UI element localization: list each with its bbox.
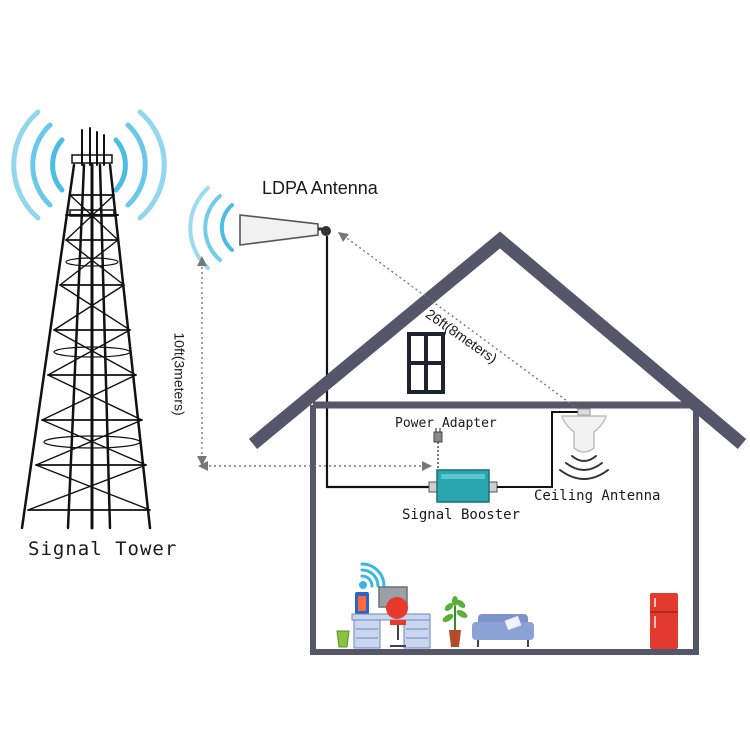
wifi-icon (359, 562, 386, 589)
power-adapter-label: Power Adapter (395, 416, 497, 431)
signal-booster-label: Signal Booster (402, 507, 521, 523)
indoor-cable (497, 411, 580, 488)
house-frame (248, 231, 747, 655)
plant-icon (442, 596, 468, 647)
antenna-cable (325, 236, 435, 489)
chair-icon (386, 597, 408, 647)
ceiling-signal-waves (559, 455, 609, 480)
signal-tower-label: Signal Tower (28, 538, 178, 560)
sofa-icon (472, 614, 534, 647)
vertical-distance-label: 10ft(3meters) (171, 332, 188, 416)
signal-tower-icon (11, 109, 167, 530)
ceiling-antenna-label: Ceiling Antenna (534, 488, 661, 504)
measure-arrows (197, 232, 432, 471)
trash-bin-icon (336, 630, 350, 648)
ldpa-antenna-label: LDPA Antenna (262, 178, 378, 198)
ldpa-signal-waves (188, 186, 234, 270)
signal-booster-icon (428, 469, 498, 503)
power-adapter-icon (433, 428, 443, 470)
phone-icon (355, 592, 369, 616)
desk-icon (351, 613, 431, 649)
ldpa-antenna-icon (188, 186, 331, 270)
measure-lines (201, 235, 583, 467)
ceiling-antenna-icon (559, 408, 609, 480)
fridge-icon (650, 593, 678, 649)
tower-signal-waves (11, 109, 167, 221)
window-icon (407, 332, 445, 394)
